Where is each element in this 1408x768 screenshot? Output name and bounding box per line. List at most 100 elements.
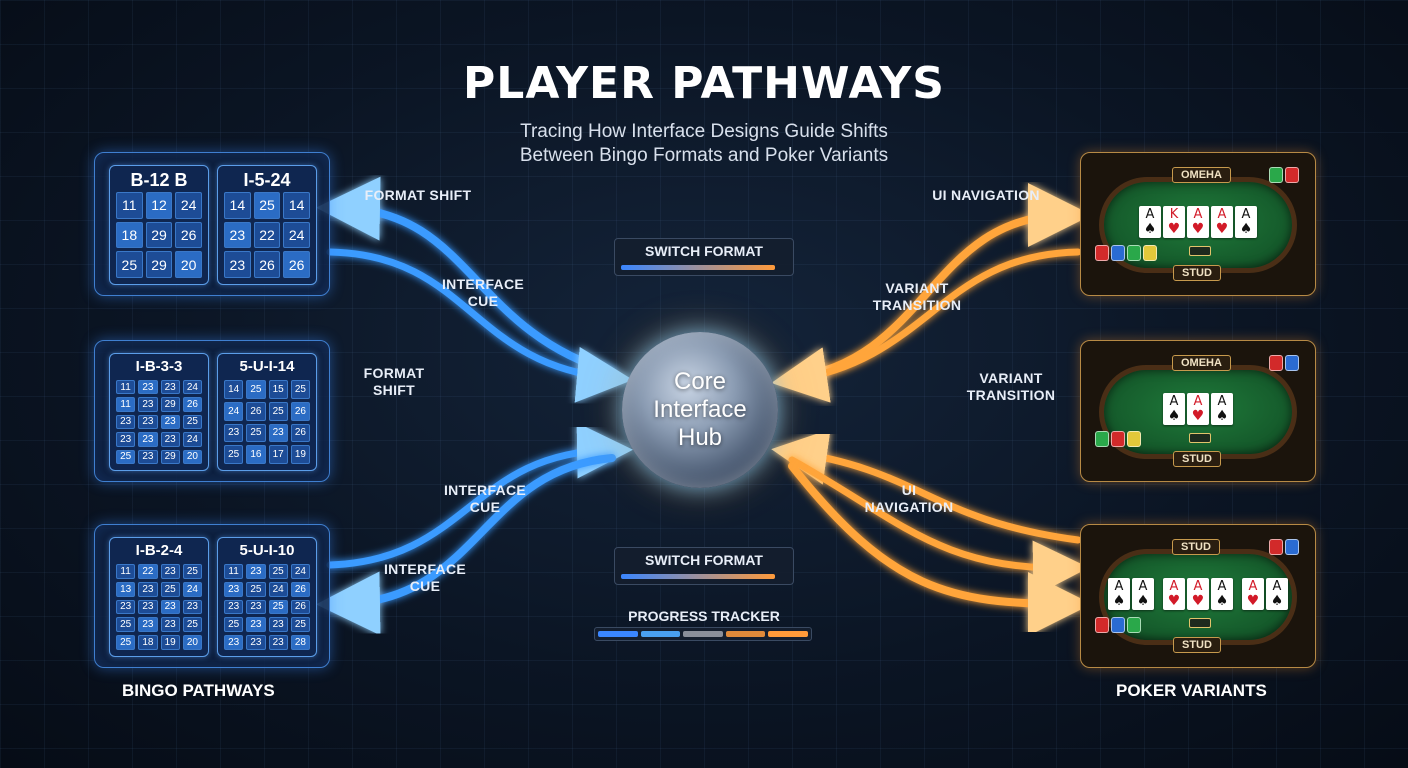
- bingo-cell[interactable]: 26: [290, 423, 310, 443]
- bingo-cell[interactable]: 29: [160, 397, 180, 412]
- bingo-cell[interactable]: 23: [182, 599, 202, 615]
- bingo-cell[interactable]: 25: [246, 581, 266, 597]
- bingo-cell[interactable]: 20: [175, 251, 202, 278]
- bingo-cell[interactable]: 11: [116, 380, 136, 395]
- bingo-cell[interactable]: 25: [246, 423, 266, 443]
- bingo-cell[interactable]: 25: [224, 445, 244, 464]
- bingo-cell[interactable]: 20: [182, 635, 202, 650]
- bingo-cell[interactable]: 16: [246, 445, 266, 464]
- bingo-cell[interactable]: 23: [116, 414, 136, 430]
- bingo-cell[interactable]: 23: [160, 599, 180, 615]
- bingo-cell[interactable]: 26: [290, 581, 310, 597]
- bingo-cell[interactable]: 23: [138, 581, 158, 597]
- bingo-cell[interactable]: 26: [246, 401, 266, 421]
- bingo-cell[interactable]: 25: [116, 449, 136, 464]
- bingo-cell[interactable]: 25: [290, 617, 310, 633]
- bingo-cell[interactable]: 25: [268, 564, 288, 579]
- bingo-cell[interactable]: 24: [268, 581, 288, 597]
- bingo-cell[interactable]: 23: [138, 414, 158, 430]
- bingo-cell[interactable]: 12: [145, 192, 173, 219]
- bingo-cell[interactable]: 14: [224, 380, 244, 399]
- bingo-cell[interactable]: 23: [160, 617, 180, 633]
- bingo-cell[interactable]: 24: [182, 380, 202, 395]
- bingo-cell[interactable]: 23: [160, 432, 180, 447]
- bingo-cell[interactable]: 23: [246, 599, 266, 615]
- bingo-cell[interactable]: 29: [160, 449, 180, 464]
- bingo-cell[interactable]: 23: [138, 617, 158, 633]
- bingo-cell[interactable]: 11: [116, 564, 136, 579]
- bingo-cell[interactable]: 25: [116, 635, 136, 650]
- bingo-cell[interactable]: 25: [182, 617, 202, 633]
- bingo-cell[interactable]: 29: [145, 221, 173, 249]
- bingo-cell[interactable]: 23: [246, 617, 266, 633]
- bingo-cell[interactable]: 11: [224, 564, 244, 579]
- bingo-cell[interactable]: 25: [160, 581, 180, 597]
- bingo-cell[interactable]: 25: [246, 380, 266, 399]
- bingo-cell[interactable]: 17: [268, 445, 288, 464]
- bingo-cell[interactable]: 24: [283, 221, 310, 249]
- bingo-cell[interactable]: 13: [116, 581, 136, 597]
- bingo-cell[interactable]: 23: [138, 432, 158, 447]
- bingo-cell[interactable]: 23: [224, 581, 244, 597]
- bingo-cell[interactable]: 24: [175, 192, 202, 219]
- bingo-cell[interactable]: 23: [224, 635, 244, 650]
- bingo-cell[interactable]: 20: [182, 449, 202, 464]
- bingo-cell[interactable]: 25: [224, 617, 244, 633]
- bingo-cell[interactable]: 23: [116, 599, 136, 615]
- bingo-cell[interactable]: 11: [116, 397, 136, 412]
- bingo-cell[interactable]: 26: [290, 401, 310, 421]
- bingo-cell[interactable]: 11: [116, 192, 143, 219]
- bingo-cell[interactable]: 23: [246, 635, 266, 650]
- bingo-cell[interactable]: 19: [160, 635, 180, 650]
- bingo-cell[interactable]: 26: [283, 251, 310, 278]
- bingo-cell[interactable]: 25: [253, 192, 281, 219]
- bingo-cell[interactable]: 26: [290, 599, 310, 615]
- bingo-cell[interactable]: 23: [160, 414, 180, 430]
- bingo-cell[interactable]: 23: [116, 432, 136, 447]
- bingo-cell[interactable]: 18: [116, 221, 143, 249]
- bingo-cell[interactable]: 23: [268, 635, 288, 650]
- bingo-cell[interactable]: 26: [182, 397, 202, 412]
- bingo-cell[interactable]: 23: [224, 251, 251, 278]
- bingo-cell[interactable]: 23: [224, 599, 244, 615]
- bingo-cell[interactable]: 23: [268, 617, 288, 633]
- bingo-cell[interactable]: 28: [290, 635, 310, 650]
- bingo-cell[interactable]: 23: [160, 380, 180, 395]
- bingo-cell[interactable]: 24: [290, 564, 310, 579]
- bingo-cell[interactable]: 25: [268, 401, 288, 421]
- core-interface-hub[interactable]: Core Interface Hub: [622, 332, 778, 488]
- bingo-cell[interactable]: 25: [268, 599, 288, 615]
- bingo-cell[interactable]: 14: [224, 192, 251, 219]
- bingo-cell[interactable]: 23: [160, 564, 180, 579]
- switch-format-button-bottom[interactable]: SWITCH FORMAT: [614, 547, 794, 585]
- bingo-cell[interactable]: 18: [138, 635, 158, 650]
- bingo-cell[interactable]: 22: [138, 564, 158, 579]
- bingo-cell[interactable]: 25: [182, 414, 202, 430]
- bingo-cell[interactable]: 29: [145, 251, 173, 278]
- bingo-cell[interactable]: 23: [246, 564, 266, 579]
- bingo-cell[interactable]: 22: [253, 221, 281, 249]
- bingo-cell[interactable]: 26: [175, 221, 202, 249]
- bingo-cell[interactable]: 25: [182, 564, 202, 579]
- bingo-cell[interactable]: 19: [290, 445, 310, 464]
- bingo-cell[interactable]: 23: [138, 599, 158, 615]
- bingo-cell[interactable]: 26: [253, 251, 281, 278]
- bingo-cell[interactable]: 23: [138, 449, 158, 464]
- bingo-cell[interactable]: 25: [116, 251, 143, 278]
- bingo-cell[interactable]: 14: [283, 192, 310, 219]
- bingo-cell[interactable]: 24: [182, 432, 202, 447]
- bingo-cell[interactable]: 25: [290, 380, 310, 399]
- bingo-cell[interactable]: 24: [224, 401, 244, 421]
- bingo-cell[interactable]: 23: [138, 397, 158, 412]
